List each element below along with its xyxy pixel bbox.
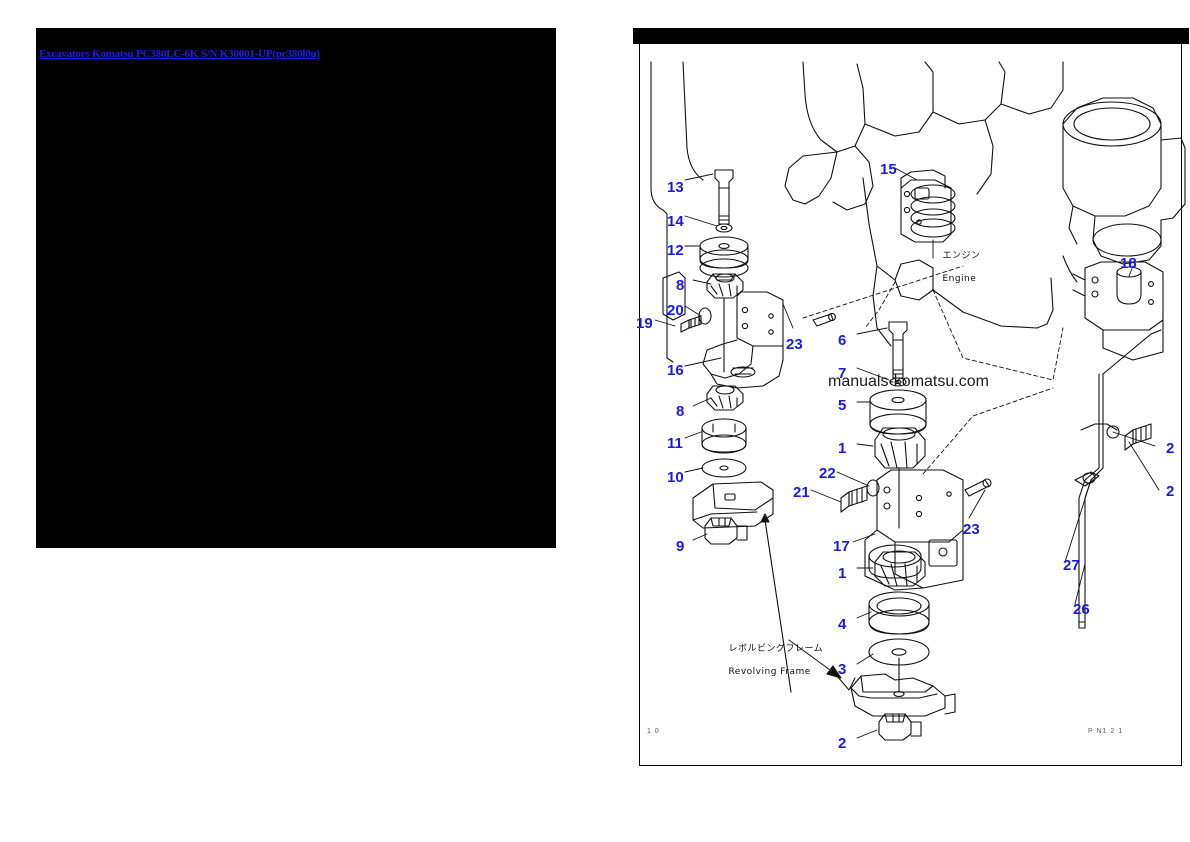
callout-number-12: 12	[667, 242, 684, 259]
label-engine-jp: エンジン	[942, 251, 981, 262]
callout-number-2: 2	[1166, 440, 1175, 457]
footer-code-right: P N1 2 1	[1088, 728, 1124, 735]
callout-number-18: 18	[1120, 255, 1137, 272]
label-engine: エンジン Engine	[929, 240, 980, 296]
callout-number-26: 26	[1073, 601, 1090, 618]
callout-number-27: 27	[1063, 557, 1080, 574]
callout-number-23: 23	[786, 336, 803, 353]
callout-number-17: 17	[833, 538, 850, 555]
callout-number-11: 11	[667, 435, 683, 452]
diagram-top-bar	[633, 28, 1189, 44]
label-engine-en: Engine	[942, 273, 977, 284]
page-title-link[interactable]: Excavators Komatsu PC380LC-6K S/N K30001…	[39, 48, 320, 60]
callout-number-10: 10	[667, 469, 684, 486]
callout-number-1: 1	[838, 440, 847, 457]
callout-number-3: 3	[838, 661, 847, 678]
label-revolving-frame-en: Revolving Frame	[728, 666, 811, 677]
callout-number-16: 16	[667, 362, 684, 379]
callout-number-19: 19	[636, 315, 653, 332]
callout-number-23: 23	[963, 521, 980, 538]
callout-number-8: 8	[676, 277, 685, 294]
callout-number-2: 2	[1166, 483, 1175, 500]
exploded-parts-drawing	[650, 61, 1186, 741]
callout-number-15: 15	[880, 161, 897, 178]
callout-number-7: 7	[838, 365, 847, 382]
callout-number-4: 4	[838, 616, 847, 633]
callout-number-20: 20	[667, 302, 684, 319]
callout-number-21: 21	[793, 484, 810, 501]
label-revolving-frame: レボルビングフレーム Revolving Frame	[715, 633, 823, 689]
callout-number-14: 14	[667, 213, 684, 230]
document-preview-panel	[36, 28, 556, 548]
callout-number-1: 1	[838, 565, 847, 582]
callout-number-5: 5	[838, 397, 847, 414]
callout-number-22: 22	[819, 465, 836, 482]
site-watermark: manuals-komatsu.com	[828, 373, 989, 390]
parts-diagram-panel: エンジン Engine レボルビングフレーム Revolving Frame 1…	[633, 28, 1189, 768]
footer-code-left: 1 0	[647, 728, 660, 735]
callout-number-8: 8	[676, 403, 685, 420]
callout-number-13: 13	[667, 179, 684, 196]
callout-number-2: 2	[838, 735, 847, 752]
diagram-frame-border	[639, 44, 1182, 766]
callout-number-9: 9	[676, 538, 685, 555]
callout-number-6: 6	[838, 332, 847, 349]
label-revolving-frame-jp: レボルビングフレーム	[728, 644, 824, 655]
